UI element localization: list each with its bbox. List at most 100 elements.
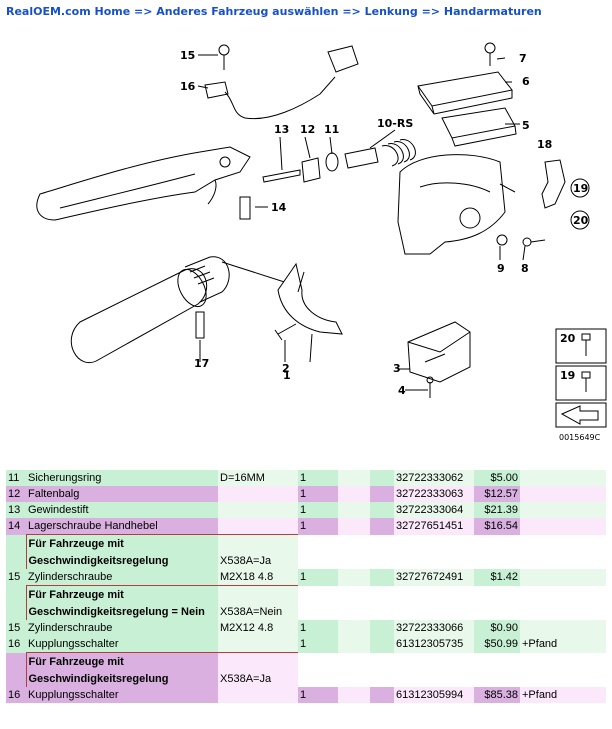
quantity: 1 bbox=[298, 636, 338, 653]
condition-value bbox=[218, 534, 298, 552]
part-number[interactable]: 61312305994 bbox=[394, 687, 474, 703]
price: $1.42 bbox=[474, 569, 520, 586]
price: $50.99 bbox=[474, 636, 520, 653]
callout-13[interactable]: 13 bbox=[274, 123, 289, 136]
part-spec bbox=[218, 687, 298, 703]
spacer-cell bbox=[338, 470, 370, 486]
part-number[interactable]: 32722333066 bbox=[394, 620, 474, 636]
spacer-cell bbox=[370, 569, 394, 586]
breadcrumb-separator: => bbox=[421, 5, 441, 18]
spacer-cell bbox=[370, 486, 394, 502]
legend-label-19: 19 bbox=[560, 369, 575, 382]
part-spec bbox=[218, 486, 298, 502]
callout-9[interactable]: 9 bbox=[497, 262, 505, 275]
spacer-cell bbox=[6, 552, 26, 569]
callout-20-circle bbox=[570, 210, 590, 230]
callout-18[interactable]: 18 bbox=[537, 138, 552, 151]
position-number: 15 bbox=[6, 620, 26, 636]
callout-4[interactable]: 4 bbox=[398, 384, 406, 397]
deposit-note bbox=[520, 502, 606, 518]
part-description: Zylinderschraube bbox=[26, 620, 218, 636]
callout-17[interactable]: 17 bbox=[194, 357, 209, 370]
condition-text: Für Fahrzeuge mit bbox=[25, 652, 218, 670]
condition-value bbox=[218, 652, 298, 670]
part-number[interactable]: 32727651451 bbox=[394, 518, 474, 535]
condition-value: X538A=Nein bbox=[218, 603, 298, 620]
callout-2[interactable]: 2 bbox=[282, 362, 290, 375]
deposit-note bbox=[520, 486, 606, 502]
callout-6[interactable]: 6 bbox=[522, 75, 530, 88]
quantity: 1 bbox=[298, 620, 338, 636]
spacer-cell bbox=[370, 518, 394, 535]
breadcrumb-home-link[interactable]: RealOEM.com Home bbox=[6, 5, 131, 18]
price: $21.39 bbox=[474, 502, 520, 518]
spacer-cell bbox=[338, 569, 370, 586]
deposit-note: +Pfand bbox=[520, 636, 606, 653]
condition-text: Geschwindigkeitsregelung = Nein bbox=[25, 603, 218, 620]
part-description: Sicherungsring bbox=[26, 470, 218, 486]
part-spec bbox=[218, 636, 298, 653]
part-number[interactable]: 32722333063 bbox=[394, 486, 474, 502]
callout-8[interactable]: 8 bbox=[521, 262, 529, 275]
price: $16.54 bbox=[474, 518, 520, 535]
spacer-cell bbox=[338, 620, 370, 636]
part-spec: M2X12 4.8 bbox=[218, 620, 298, 636]
part-description: Faltenbalg bbox=[26, 486, 218, 502]
position-number: 14 bbox=[6, 518, 26, 535]
callout-1[interactable]: 1 bbox=[283, 369, 291, 382]
part-description: Zylinderschraube bbox=[26, 569, 218, 586]
spacer-cell bbox=[338, 486, 370, 502]
part-spec: D=16MM bbox=[218, 470, 298, 486]
quantity: 1 bbox=[298, 687, 338, 703]
breadcrumb-steering-link[interactable]: Lenkung bbox=[364, 5, 418, 18]
spacer-cell bbox=[6, 585, 26, 603]
deposit-note bbox=[520, 620, 606, 636]
spacer-cell bbox=[6, 534, 26, 552]
price: $5.00 bbox=[474, 470, 520, 486]
callout-10-rs[interactable]: 10-RS bbox=[377, 117, 413, 130]
price: $85.38 bbox=[474, 687, 520, 703]
breadcrumb: RealOEM.com Home => Anderes Fahrzeug aus… bbox=[6, 5, 542, 18]
callout-14[interactable]: 14 bbox=[271, 201, 287, 214]
deposit-note bbox=[520, 518, 606, 535]
deposit-note: +Pfand bbox=[520, 687, 606, 703]
spacer-cell bbox=[370, 636, 394, 653]
part-number[interactable]: 61312305735 bbox=[394, 636, 474, 653]
callout-5[interactable]: 5 bbox=[522, 119, 530, 132]
position-number: 16 bbox=[6, 687, 26, 703]
legend-label-20: 20 bbox=[560, 332, 576, 345]
position-number: 13 bbox=[6, 502, 26, 518]
position-number: 15 bbox=[6, 569, 26, 586]
condition-row: Für Fahrzeuge mit bbox=[6, 534, 606, 552]
position-number: 11 bbox=[6, 470, 26, 486]
callout-12[interactable]: 12 bbox=[300, 123, 315, 136]
callout-11[interactable]: 11 bbox=[324, 123, 339, 136]
part-number[interactable]: 32722333064 bbox=[394, 502, 474, 518]
breadcrumb-separator: => bbox=[134, 5, 153, 18]
deposit-note bbox=[520, 569, 606, 586]
part-number[interactable]: 32727672491 bbox=[394, 569, 474, 586]
deposit-note bbox=[520, 470, 606, 486]
callout-20[interactable]: 20 bbox=[573, 214, 589, 227]
callout-3[interactable]: 3 bbox=[393, 362, 401, 375]
callout-15[interactable]: 15 bbox=[180, 49, 195, 62]
callout-19-circle bbox=[570, 178, 590, 198]
breadcrumb-select-vehicle-link[interactable]: Anderes Fahrzeug auswählen bbox=[156, 5, 339, 18]
spacer-cell bbox=[6, 670, 26, 687]
callout-19[interactable]: 19 bbox=[573, 182, 588, 195]
callout-7[interactable]: 7 bbox=[519, 52, 527, 65]
spacer-cell bbox=[338, 502, 370, 518]
quantity: 1 bbox=[298, 502, 338, 518]
part-spec bbox=[218, 502, 298, 518]
callout-16[interactable]: 16 bbox=[180, 80, 196, 93]
breadcrumb-handlebar-controls-link[interactable]: Handarmaturen bbox=[443, 5, 542, 18]
part-number[interactable]: 32722333062 bbox=[394, 470, 474, 486]
